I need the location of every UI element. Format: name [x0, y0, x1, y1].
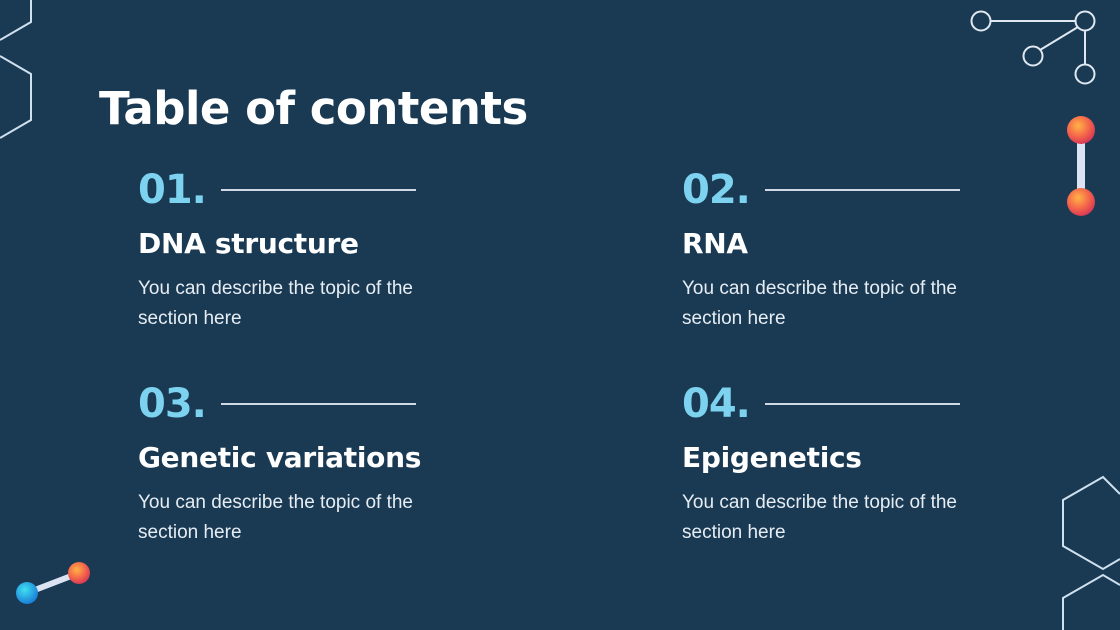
molecule-network-icon [970, 10, 1096, 85]
molecule-dumbbell-icon [1067, 116, 1095, 216]
section-number: 03. [138, 381, 207, 427]
divider-line [765, 403, 960, 405]
section-title: DNA structure [138, 227, 359, 260]
toc-section-2: 02. RNA You can describe the topic of th… [682, 166, 1022, 334]
section-title: RNA [682, 227, 748, 260]
divider-line [221, 403, 416, 405]
section-description: You can describe the topic of the sectio… [682, 278, 957, 329]
divider-line [221, 189, 416, 191]
section-description: You can describe the topic of the sectio… [682, 492, 957, 543]
toc-section-4: 04. Epigenetics You can describe the top… [682, 380, 1022, 548]
hexagon-outline-icon [1062, 475, 1120, 630]
divider-line [765, 189, 960, 191]
section-description: You can describe the topic of the sectio… [138, 492, 413, 543]
section-description: You can describe the topic of the sectio… [138, 278, 413, 329]
page-title: Table of contents [99, 82, 528, 135]
section-number: 04. [682, 381, 751, 427]
hexagon-outline-icon [0, 0, 32, 139]
section-title: Genetic variations [138, 441, 422, 474]
toc-section-1: 01. DNA structure You can describe the t… [138, 166, 478, 334]
molecule-dumbbell-icon [16, 562, 90, 604]
section-number: 01. [138, 167, 207, 213]
section-title: Epigenetics [682, 441, 862, 474]
section-number: 02. [682, 167, 751, 213]
toc-section-3: 03. Genetic variations You can describe … [138, 380, 478, 548]
